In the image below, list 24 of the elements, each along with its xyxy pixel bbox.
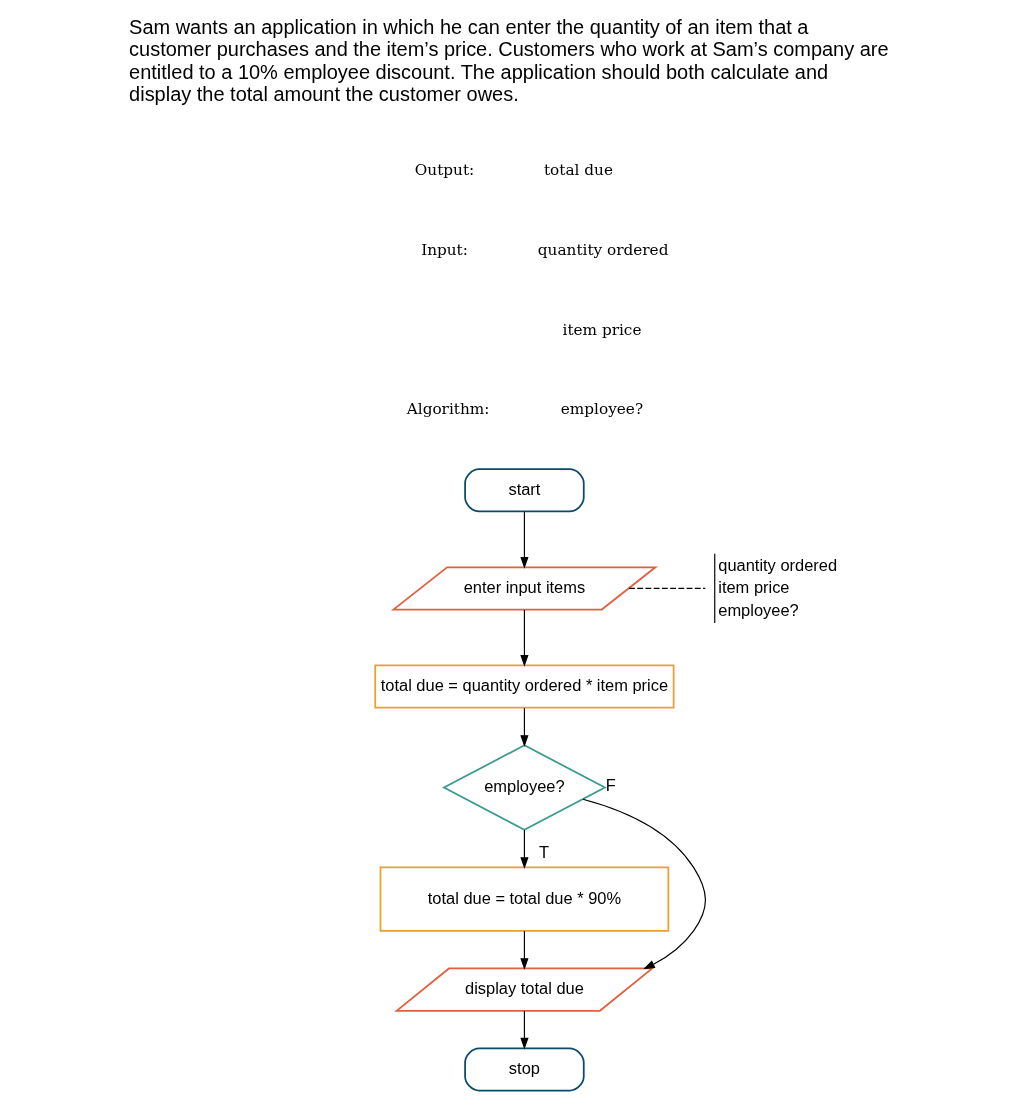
arrow (582, 798, 706, 970)
node-box: start (464, 468, 585, 513)
label: Algorithm: (406, 400, 490, 419)
arrow (520, 829, 529, 869)
node-box: total due = quantity ordered * item price (374, 664, 675, 709)
edge-label: F (605, 776, 616, 795)
label: Output: (414, 160, 475, 179)
arrow (520, 930, 529, 971)
connector (628, 587, 706, 589)
arrow (520, 707, 529, 747)
node-diamond: employee? (442, 744, 607, 831)
label: Sam wants an application in which he can enter the quantity of an item that a customer purchases and the item’s price. Customers who work at Sam’s company are entitled to a 10% employee discount. The application should both calculate and display the total amount the customer owes. (129, 16, 889, 105)
arrow (520, 609, 529, 667)
label: Input: (421, 240, 468, 259)
node-text: quantity ordered item price employee? (718, 556, 838, 619)
edge-label: T (539, 842, 550, 861)
arrow (520, 1010, 529, 1050)
label: total due (544, 160, 613, 179)
label: quantity ordered (537, 240, 669, 259)
arrow (520, 511, 529, 569)
node-box: stop (464, 1047, 585, 1092)
label: employee? (560, 400, 644, 419)
node-box: total due = total due * 90% (379, 866, 670, 932)
label: item price (562, 320, 642, 339)
